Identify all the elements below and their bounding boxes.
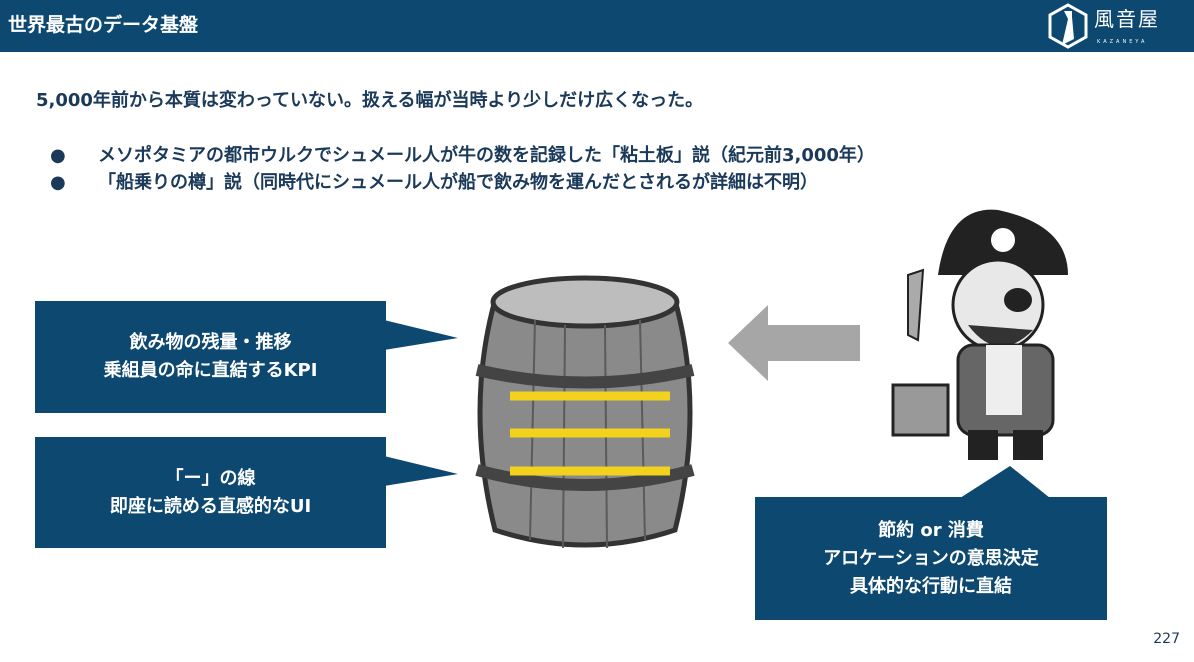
callout-ui: 「ー」の線 即座に読める直感的なUI [35,437,386,548]
logo-subtext: KAZANEYA [1097,39,1148,45]
callout-text: 即座に読める直感的なUI [109,495,312,517]
pirate-illustration [891,209,1068,460]
callout-action: 節約 or 消費 アロケーションの意思決定 具体的な行動に直結 [755,497,1107,620]
barrel-illustration [475,275,695,549]
slide-header: 世界最古のデータ基盤 風音屋 KAZANEYA [0,0,1194,52]
callout-kpi: 飲み物の残量・推移 乗組員の命に直結するKPI [35,301,386,413]
bullet-item: ● メソポタミアの都市ウルクでシュメール人が牛の数を記録した「粘土板」説（紀元前3… [50,142,875,169]
logo-text: 風音屋 [1094,7,1160,31]
slide-title: 世界最古のデータ基盤 [8,14,199,36]
callout-text: 飲み物の残量・推移 [129,332,292,353]
page-number: 227 [1153,631,1180,647]
callout-text: 具体的な行動に直結 [850,575,1012,597]
callout-text: 「ー」の線 [165,467,256,489]
bullet-marker: ● [50,172,66,193]
bullet-list: ● メソポタミアの都市ウルクでシュメール人が牛の数を記録した「粘土板」説（紀元前3… [50,142,875,196]
bullet-item: ● 「船乗りの樽」説（同時代にシュメール人が船で飲み物を運んだとされるが詳細は不明… [50,169,875,196]
lead-text: 5,000年前から本質は変わっていない。扱える幅が当時より少しだけ広くなった。 [36,90,704,111]
logo-hexagon-icon [1048,3,1088,49]
bullet-marker: ● [50,145,66,166]
callout-text: アロケーションの意思決定 [823,547,1039,569]
bullet-text: 「船乗りの樽」説（同時代にシュメール人が船で飲み物を運んだとされるが詳細は不明） [98,172,818,193]
callout-text: 節約 or 消費 [878,519,984,541]
bullet-text: メソポタミアの都市ウルクでシュメール人が牛の数を記録した「粘土板」説（紀元前3,… [98,145,875,166]
callout-text: 乗組員の命に直結するKPI [103,360,318,381]
company-logo: 風音屋 KAZANEYA [1046,3,1186,49]
level-marks [510,391,670,476]
arrow-left-icon [728,305,860,381]
